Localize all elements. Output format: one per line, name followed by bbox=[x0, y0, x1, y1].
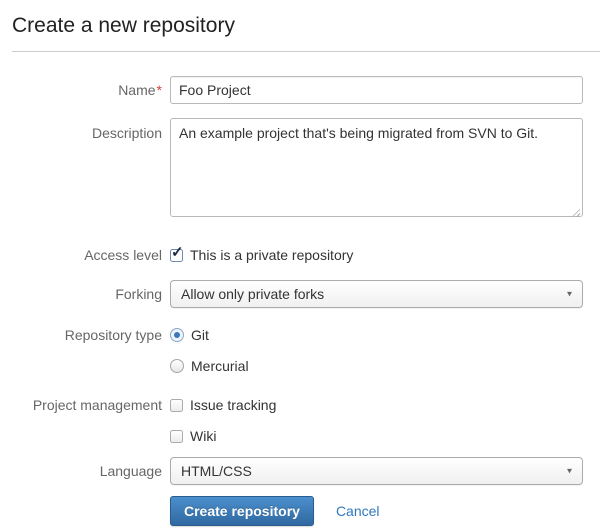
forking-select[interactable]: Allow only private forks ▾ bbox=[170, 280, 583, 308]
project-management-label: Project management bbox=[32, 397, 162, 413]
check-icon: ✓ bbox=[171, 243, 184, 261]
language-label: Language bbox=[99, 463, 162, 479]
dropdown-arrow-icon: ▾ bbox=[566, 289, 572, 299]
create-repository-button[interactable]: Create repository bbox=[170, 496, 314, 526]
private-repository-checkbox[interactable]: ✓ bbox=[170, 245, 184, 262]
name-label: Name* bbox=[118, 82, 162, 98]
repository-type-label: Repository type bbox=[64, 327, 162, 343]
git-radio-label: Git bbox=[191, 327, 209, 343]
access-level-label: Access level bbox=[84, 247, 162, 263]
description-row: Description An example project that's be… bbox=[12, 118, 600, 222]
name-row: Name* bbox=[12, 76, 600, 104]
forking-label: Forking bbox=[115, 286, 162, 302]
resize-handle-icon[interactable] bbox=[571, 208, 580, 217]
forking-row: Forking Allow only private forks ▾ bbox=[12, 280, 600, 308]
title-divider bbox=[12, 51, 600, 52]
wiki-checkbox-label: Wiki bbox=[190, 428, 217, 444]
required-asterisk: * bbox=[156, 82, 162, 98]
language-select[interactable]: HTML/CSS ▾ bbox=[170, 457, 583, 485]
name-input[interactable] bbox=[170, 76, 583, 104]
cancel-link[interactable]: Cancel bbox=[335, 503, 380, 519]
dropdown-arrow-icon: ▾ bbox=[566, 466, 572, 476]
wiki-checkbox[interactable]: ✓ bbox=[170, 429, 183, 443]
project-management-row: Project management ✓ Issue tracking bbox=[12, 391, 600, 419]
repository-type-row: Repository type Git bbox=[12, 321, 600, 349]
language-selected-value: HTML/CSS bbox=[181, 463, 252, 479]
repository-type-row-2: Mercurial bbox=[12, 356, 600, 376]
create-repository-page: Create a new repository Name* Descriptio… bbox=[0, 14, 612, 526]
access-level-row: Access level ✓ This is a private reposit… bbox=[12, 241, 600, 269]
issue-tracking-checkbox[interactable]: ✓ bbox=[170, 398, 183, 412]
issue-tracking-checkbox-label: Issue tracking bbox=[190, 397, 277, 413]
private-repository-checkbox-label: This is a private repository bbox=[190, 247, 354, 263]
description-label: Description bbox=[91, 125, 162, 141]
mercurial-radio-label: Mercurial bbox=[191, 358, 249, 374]
mercurial-radio[interactable] bbox=[170, 359, 184, 373]
description-textarea[interactable]: An example project that's being migrated… bbox=[170, 118, 583, 217]
git-radio[interactable] bbox=[170, 328, 184, 342]
forking-selected-value: Allow only private forks bbox=[181, 286, 325, 302]
language-row: Language HTML/CSS ▾ bbox=[12, 457, 600, 485]
page-title: Create a new repository bbox=[12, 14, 235, 37]
create-repository-form: Name* Description An example project tha… bbox=[12, 76, 600, 526]
project-management-row-2: ✓ Wiki bbox=[12, 426, 600, 446]
actions-row: Create repository Cancel bbox=[12, 496, 600, 526]
